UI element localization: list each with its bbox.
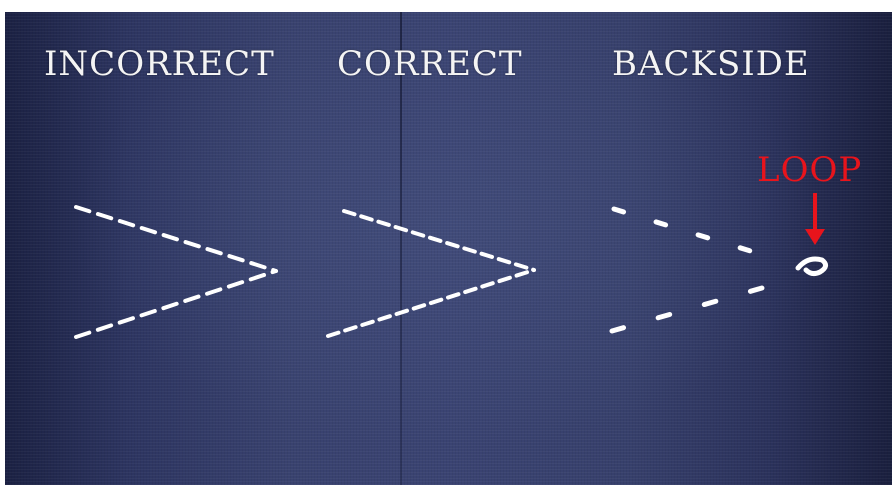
- backside-lower-stitch-line: [612, 284, 776, 331]
- loop-arrow-icon: [805, 193, 825, 245]
- backside-upper-stitch-line: [614, 209, 770, 257]
- loop-stitch: [798, 259, 826, 274]
- incorrect-upper-stitch-line: [76, 207, 276, 271]
- correct-upper-stitch-line: [344, 211, 534, 270]
- incorrect-stitches: [76, 207, 276, 337]
- backside-stitches: [612, 209, 776, 331]
- correct-stitches: [328, 211, 534, 336]
- incorrect-lower-stitch-line: [76, 271, 276, 337]
- correct-lower-stitch-line: [328, 270, 534, 336]
